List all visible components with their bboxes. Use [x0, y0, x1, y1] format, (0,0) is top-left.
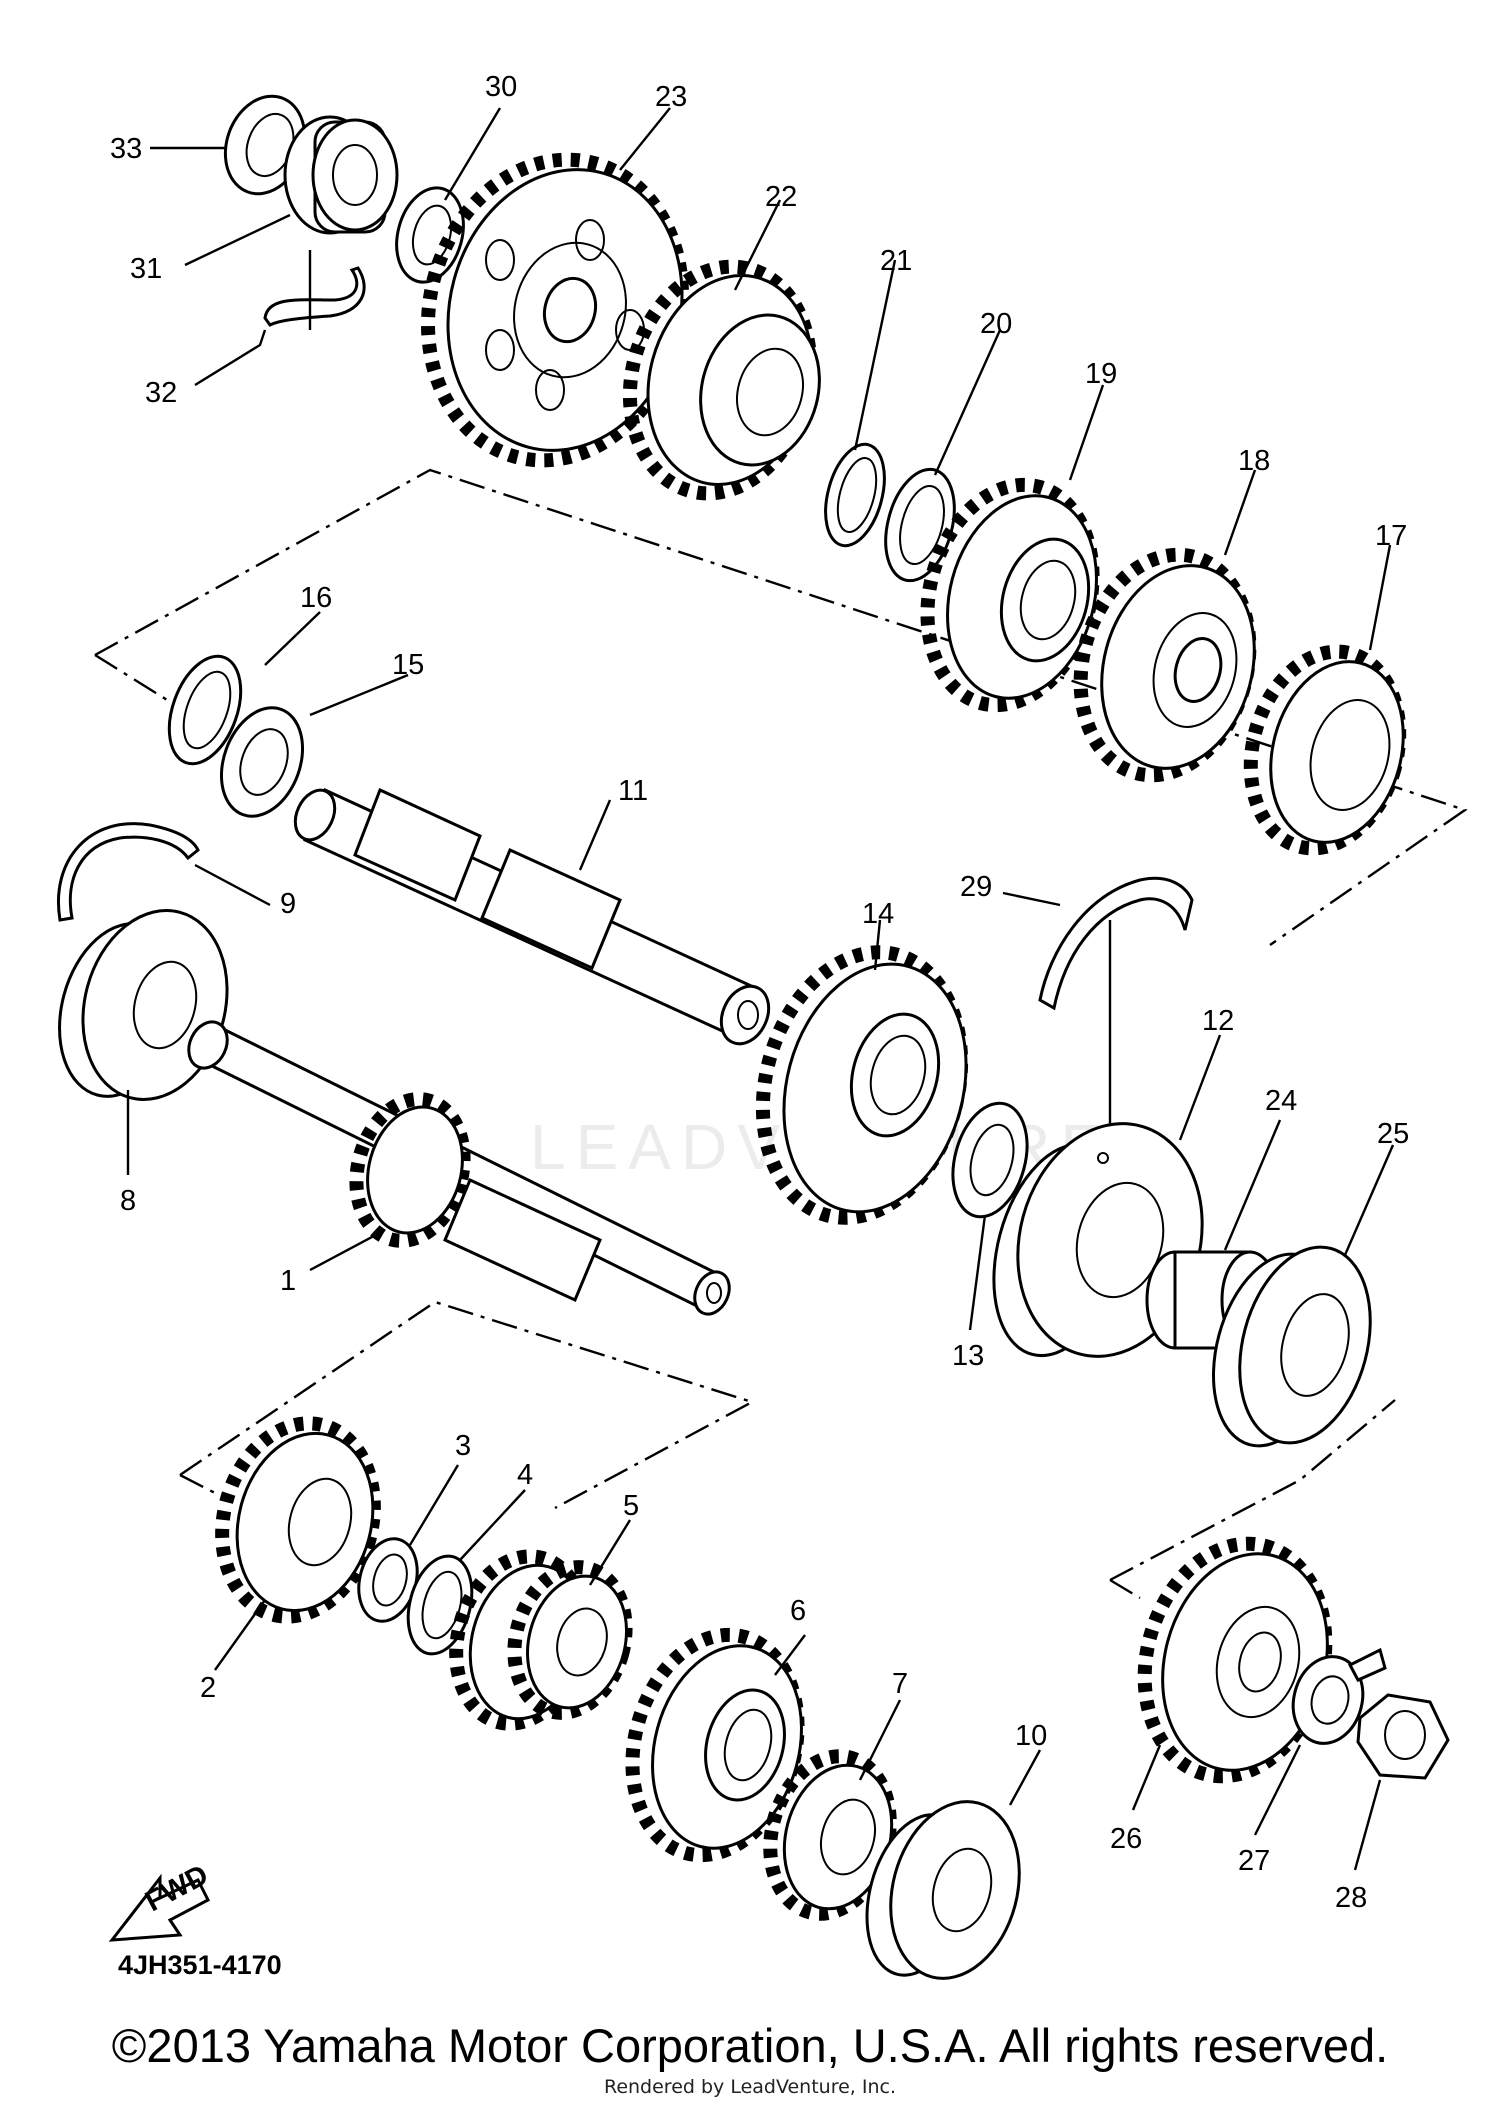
part-1-countershaft: [187, 1020, 731, 1316]
callout-4: 4: [517, 1459, 533, 1491]
part-11-main-axle: [293, 787, 771, 1046]
callout-18: 18: [1238, 445, 1270, 477]
copyright-notice: ©2013 Yamaha Motor Corporation, U.S.A. A…: [111, 2019, 1389, 2072]
callout-1: 1: [280, 1265, 296, 1297]
part-2-gear: [215, 1416, 381, 1624]
drawing-number: 4JH351-4170: [118, 1950, 282, 1980]
part-31-bearing: [283, 115, 399, 235]
part-27-lock-washer: [1291, 1647, 1387, 1745]
part-29-half-ring: [1038, 876, 1194, 1011]
part-16-circlip: [167, 654, 243, 766]
callout-2: 2: [200, 1672, 216, 1704]
part-22-dog-gear: [622, 259, 821, 501]
part-18-gear: [1073, 547, 1257, 783]
part-17-dog-gear: [1243, 644, 1407, 856]
part-19-gear: [920, 477, 1100, 713]
part-10-bearing: [865, 1800, 1021, 1980]
part-20-toothed-washer: [884, 467, 956, 583]
callout-9: 9: [280, 888, 296, 920]
callout-33: 33: [110, 133, 142, 165]
callout-27: 27: [1238, 1845, 1270, 1877]
fwd-arrow-icon: FWD: [108, 1859, 214, 1942]
part-9-half-ring: [57, 822, 200, 922]
callout-6: 6: [790, 1595, 806, 1627]
part-28-nut: [1356, 1693, 1450, 1780]
callout-7: 7: [892, 1668, 908, 1700]
leader-lines: [126, 107, 1395, 1871]
callout-17: 17: [1375, 520, 1407, 552]
callout-20: 20: [980, 308, 1012, 340]
callout-26: 26: [1110, 1823, 1142, 1855]
callout-10: 10: [1015, 1720, 1047, 1752]
callout-22: 22: [765, 181, 797, 213]
callout-12: 12: [1202, 1005, 1234, 1037]
callout-19: 19: [1085, 358, 1117, 390]
callout-25: 25: [1377, 1118, 1409, 1150]
callout-32: 32: [145, 377, 177, 409]
part-15-toothed-washer: [219, 706, 305, 818]
part-32-clip: [263, 266, 366, 327]
part-5-double-gear: [449, 1549, 633, 1731]
callout-16: 16: [300, 582, 332, 614]
part-21-circlip: [824, 442, 886, 548]
part-14-gear: [755, 945, 969, 1225]
callout-24: 24: [1265, 1085, 1297, 1117]
callout-13: 13: [952, 1340, 984, 1372]
callout-29: 29: [960, 871, 992, 903]
callout-11: 11: [618, 775, 648, 807]
callout-30: 30: [485, 71, 517, 103]
group-outlines: [94, 468, 1468, 1600]
part-13-washer: [951, 1101, 1029, 1219]
callout-14: 14: [862, 898, 894, 930]
callout-3: 3: [455, 1430, 471, 1462]
part-6-gear: [625, 1627, 805, 1863]
part-8-bearing: [58, 909, 229, 1101]
callout-labels: 33 31 32 30 23 22 21 20 19 18 17 16 15 1…: [110, 71, 1409, 1914]
callout-15: 15: [392, 649, 424, 681]
callout-21: 21: [880, 245, 912, 277]
callout-8: 8: [120, 1185, 136, 1217]
callout-28: 28: [1335, 1882, 1367, 1914]
part-25-oil-seal: [1212, 1245, 1372, 1448]
callout-23: 23: [655, 81, 687, 113]
part-4-circlip: [406, 1554, 474, 1656]
callout-5: 5: [623, 1490, 639, 1522]
rendered-by-notice: Rendered by LeadVenture, Inc.: [603, 2076, 897, 2098]
callout-31: 31: [130, 253, 162, 285]
